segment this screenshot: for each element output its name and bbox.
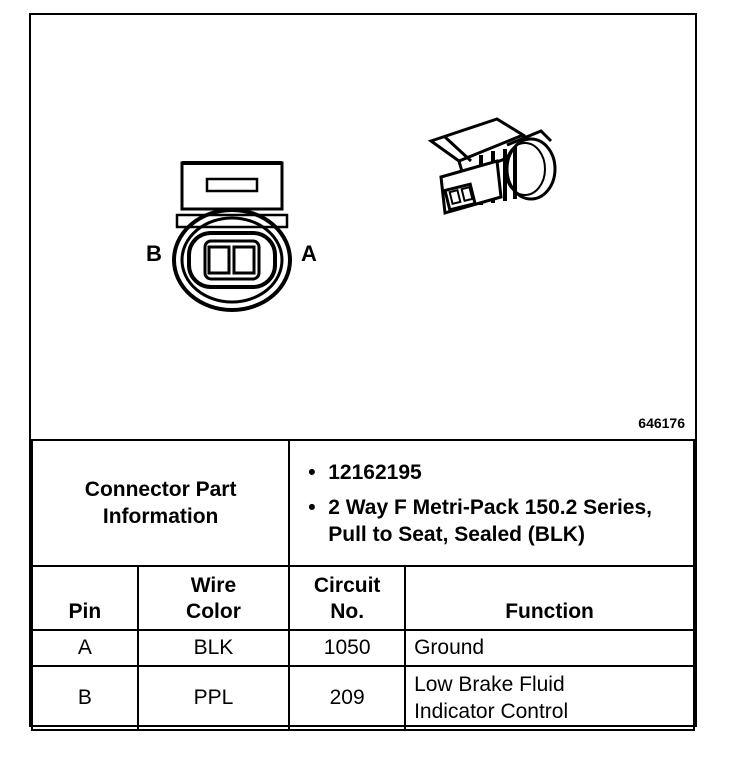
connector-drawing: B A 646176 (31, 15, 695, 439)
pin-cell: A (31, 629, 139, 667)
header-wire-color: Wire Color (136, 565, 291, 631)
connector-details-list: 12162195 2 Way F Metri-Pack 150.2 Series… (304, 453, 683, 554)
connector-details-cell: 12162195 2 Way F Metri-Pack 150.2 Series… (288, 439, 695, 567)
pin-label-a: A (301, 241, 317, 266)
table-header-row: Pin Wire Color Circuit No. Function (31, 565, 695, 631)
wire-color-cell: PPL (136, 665, 291, 731)
wire-color-cell: BLK (136, 629, 291, 667)
header-pin: Pin (31, 565, 139, 631)
connector-iso-view (427, 117, 557, 215)
header-circuit-no: Circuit No. (288, 565, 407, 631)
circuit-cell: 1050 (288, 629, 407, 667)
table-row: A BLK 1050 Ground (31, 629, 695, 667)
table-row: B PPL 209 Low Brake Fluid Indicator Cont… (31, 665, 695, 731)
part-number: 12162195 (304, 459, 683, 486)
pin-label-b: B (146, 241, 162, 266)
header-function: Function (404, 565, 695, 631)
connector-frame: B A 646176 Connector Part Information (29, 13, 697, 731)
connector-description: 2 Way F Metri-Pack 150.2 Series, Pull to… (304, 494, 683, 548)
function-cell: Ground (404, 629, 695, 667)
connector-front-view (172, 161, 292, 312)
pin-cell: B (31, 665, 139, 731)
circuit-cell: 209 (288, 665, 407, 731)
function-cell: Low Brake Fluid Indicator Control (404, 665, 695, 731)
connector-info-row: Connector Part Information 12162195 2 Wa… (30, 439, 695, 567)
figure-id: 646176 (638, 415, 685, 431)
connector-info-label: Connector Part Information (30, 439, 291, 567)
connector-table: Connector Part Information 12162195 2 Wa… (30, 439, 695, 731)
